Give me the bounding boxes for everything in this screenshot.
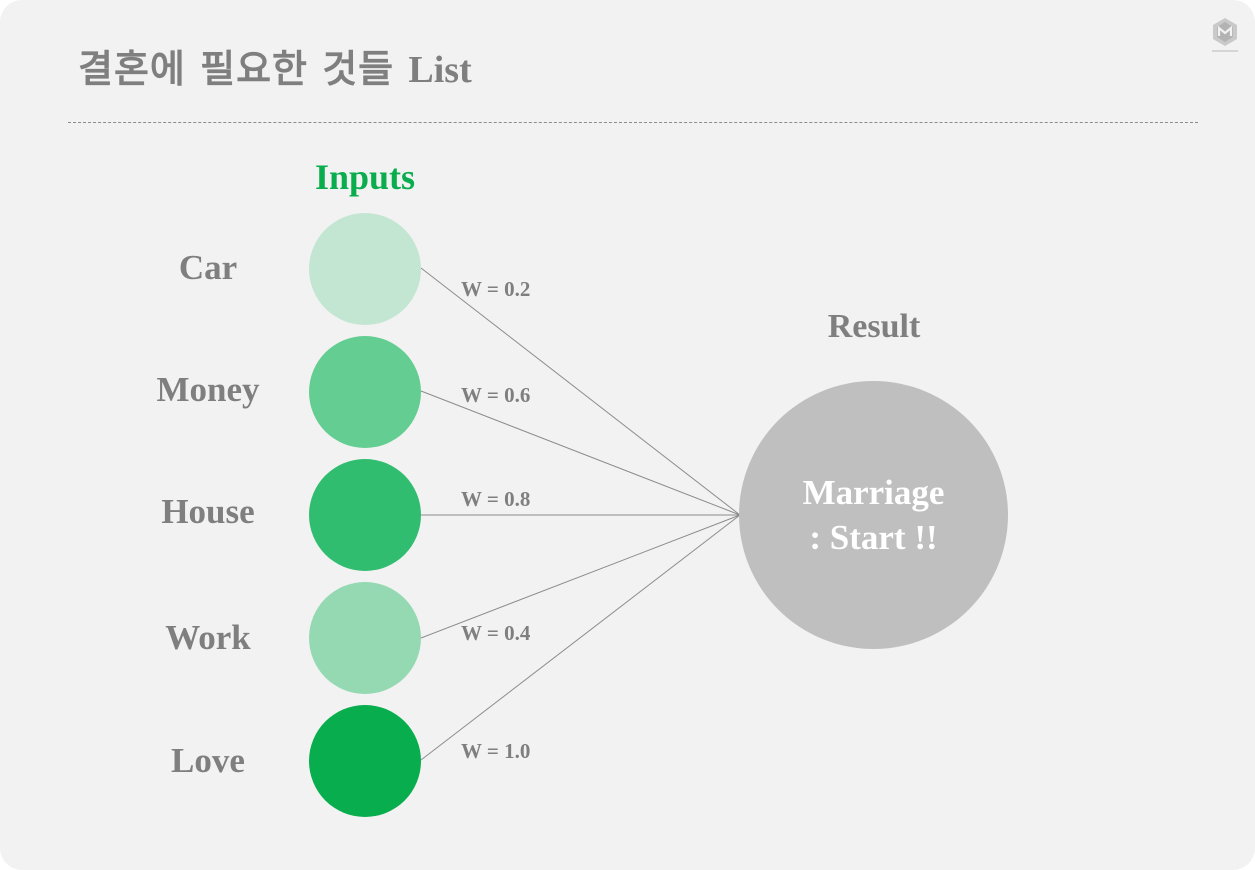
result-text: Marriage : Start !!: [739, 470, 1008, 560]
input-node-car: [309, 213, 421, 325]
weight-label-money: W = 0.6: [461, 383, 531, 407]
link-work: [420, 514, 741, 639]
weight-label-work: W = 0.4: [461, 621, 531, 645]
weight-label-house: W = 0.8: [461, 487, 531, 511]
page-title: 결혼에 필요한 것들 List: [78, 38, 472, 93]
logo-badge-icon: [1208, 16, 1242, 56]
result-line-2: : Start !!: [809, 518, 938, 557]
result-line-1: Marriage: [802, 473, 945, 512]
input-node-house: [309, 459, 421, 571]
input-node-love: [309, 705, 421, 817]
title-english: List: [408, 49, 472, 91]
input-label-money: Money: [156, 370, 260, 409]
title-korean: 결혼에 필요한 것들: [78, 47, 395, 91]
input-label-house: House: [161, 492, 255, 531]
input-label-car: Car: [178, 248, 238, 287]
input-label-love: Love: [171, 741, 245, 780]
link-car: [420, 267, 741, 516]
input-label-work: Work: [165, 618, 251, 657]
input-node-money: [309, 336, 421, 448]
result-heading: Result: [827, 308, 921, 345]
weight-label-car: W = 0.2: [461, 277, 531, 301]
result-node: [739, 381, 1008, 649]
link-love: [420, 514, 741, 761]
weight-label-love: W = 1.0: [461, 739, 531, 763]
input-node-work: [309, 582, 421, 694]
title-divider: [68, 122, 1198, 123]
link-money: [420, 390, 741, 516]
inputs-heading: Inputs: [314, 157, 416, 197]
